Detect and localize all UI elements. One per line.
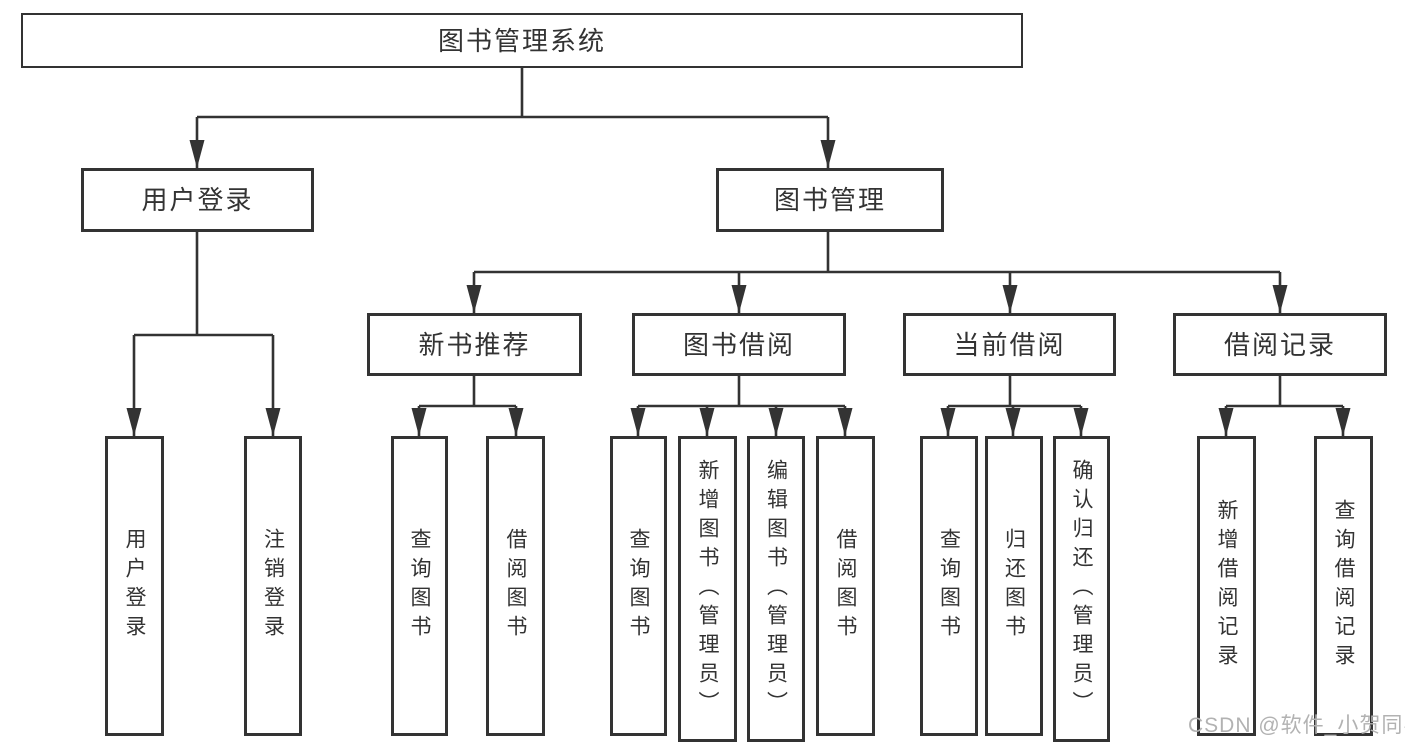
node-label: 新书推荐 <box>418 329 531 360</box>
node-label: 确认归还（管理员） <box>1070 458 1093 720</box>
leaf-borrow-books-recommend: 借阅图书 <box>486 436 545 736</box>
node-book-borrowing: 图书借阅 <box>632 313 846 376</box>
node-user-login: 用户登录 <box>81 168 314 232</box>
node-label: 查询图书 <box>408 528 431 644</box>
node-borrowing-records: 借阅记录 <box>1173 313 1387 376</box>
node-label: 借阅图书 <box>504 528 527 644</box>
leaf-return-books: 归还图书 <box>985 436 1043 736</box>
node-current-borrowing: 当前借阅 <box>903 313 1116 376</box>
node-label: 用户登录 <box>141 185 254 215</box>
node-label: 用户登录 <box>123 528 146 644</box>
node-book-management: 图书管理 <box>716 168 944 232</box>
node-label: 当前借阅 <box>953 329 1066 360</box>
node-label: 新增图书（管理员） <box>696 458 719 720</box>
node-label: 查询借阅记录 <box>1332 499 1355 673</box>
node-label: 查询图书 <box>627 528 650 644</box>
leaf-confirm-return-admin: 确认归还（管理员） <box>1053 436 1110 742</box>
leaf-query-books-recommend: 查询图书 <box>391 436 448 736</box>
node-label: 借阅图书 <box>834 528 857 644</box>
node-library-management-system: 图书管理系统 <box>21 13 1023 68</box>
leaf-add-books-admin: 新增图书（管理员） <box>678 436 737 742</box>
node-label: 归还图书 <box>1002 528 1026 644</box>
node-label: 图书管理 <box>773 185 886 215</box>
leaf-query-books-current: 查询图书 <box>920 436 978 736</box>
leaf-logout: 注销登录 <box>244 436 302 736</box>
node-label: 借阅记录 <box>1223 329 1336 360</box>
node-label: 注销登录 <box>261 528 285 644</box>
node-label: 编辑图书（管理员） <box>764 458 788 720</box>
leaf-borrow-books: 借阅图书 <box>816 436 875 736</box>
node-label: 图书借阅 <box>682 329 795 360</box>
leaf-query-borrow-record: 查询借阅记录 <box>1314 436 1373 736</box>
leaf-user-login: 用户登录 <box>105 436 164 736</box>
node-label: 查询图书 <box>937 528 961 644</box>
leaf-query-books-borrowing: 查询图书 <box>610 436 667 736</box>
leaf-edit-books-admin: 编辑图书（管理员） <box>747 436 805 742</box>
node-label: 图书管理系统 <box>437 25 606 56</box>
node-new-book-recommend: 新书推荐 <box>367 313 582 376</box>
csdn-watermark: CSDN @软件_小贺同学 <box>1188 714 1405 737</box>
node-label: 新增借阅记录 <box>1215 499 1238 673</box>
leaf-add-borrow-record: 新增借阅记录 <box>1197 436 1256 736</box>
